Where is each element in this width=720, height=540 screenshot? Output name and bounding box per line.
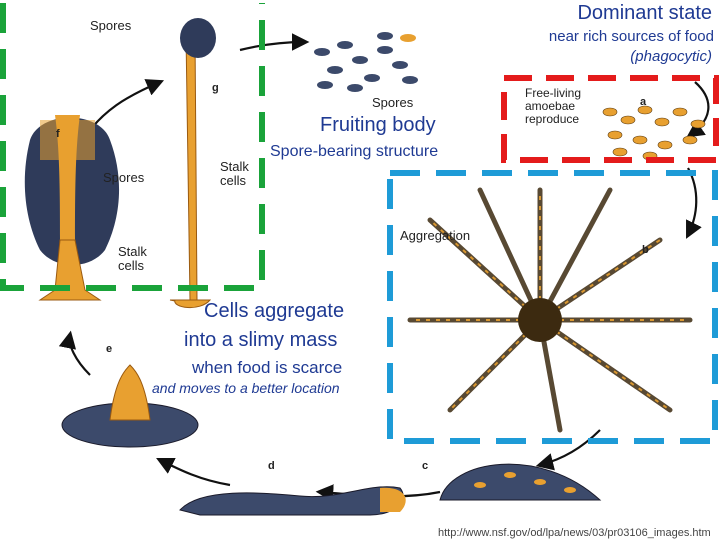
label-spores-mid: Spores	[103, 170, 145, 185]
mound	[439, 463, 602, 501]
arrow-reproduce	[686, 81, 710, 138]
dominant-state-title: Dominant state	[577, 2, 712, 24]
step-a: a	[640, 96, 647, 108]
step-c: c	[422, 460, 429, 472]
aggregate-line1: Cells aggregate	[204, 300, 345, 322]
arrow-to-mound	[535, 429, 601, 471]
food-scarce-text: when food is scarce	[192, 358, 343, 377]
step-f: f	[56, 128, 60, 140]
source-url: http://www.nsf.gov/od/lpa/news/03/pr0310…	[438, 527, 711, 539]
near-food-text: near rich sources of food	[548, 28, 714, 45]
tall-fruiting-body	[169, 18, 216, 308]
arrow-to-fruiting	[58, 330, 91, 376]
slug-tip	[380, 487, 406, 512]
label-stalk-cells-mid: Stalk cells	[220, 159, 249, 188]
aggregate-line2: into a slimy mass	[184, 329, 338, 351]
aggregation-box	[387, 170, 718, 444]
arrow-to-culmination	[156, 458, 231, 487]
step-g: g	[212, 82, 219, 94]
label-spores-right: Spores	[372, 95, 414, 110]
free-living-box	[501, 75, 719, 163]
culmination-tip	[109, 364, 151, 421]
fruiting-body-title: Fruiting body	[320, 114, 436, 137]
spore-bearing-text: Spore-bearing structure	[270, 143, 439, 161]
step-b: b	[642, 244, 649, 256]
label-aggregation: Aggregation	[400, 228, 471, 243]
mound-cells	[474, 472, 576, 493]
label-stalk-cells-bottom: Stalk cells	[118, 244, 147, 273]
label-spores-top: Spores	[90, 18, 132, 33]
fruiting-body-cross-section	[24, 115, 120, 301]
phagocytic-text: (phagocytic)	[630, 48, 712, 65]
moves-text: and moves to a better location	[152, 380, 340, 396]
released-spores	[314, 32, 418, 92]
aggregation-core	[518, 298, 562, 342]
label-free-living: Free-living amoebae reproduce	[525, 86, 582, 126]
fruiting-body-box	[0, 3, 265, 291]
step-d: d	[268, 460, 275, 472]
arrow-to-spores	[239, 33, 310, 52]
free-living-amoebae	[602, 105, 706, 161]
step-e: e	[106, 343, 113, 355]
